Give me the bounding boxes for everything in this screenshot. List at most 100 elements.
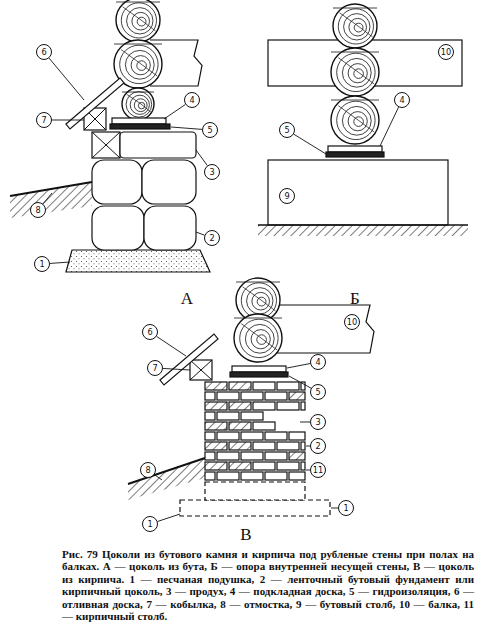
waterproofing <box>110 124 170 129</box>
brick <box>277 462 299 470</box>
kobylka <box>190 360 212 380</box>
callout-number: 6 <box>141 323 159 341</box>
ground-line <box>128 458 205 484</box>
rubble-post <box>268 160 448 225</box>
log-ring <box>337 101 375 139</box>
ground-hatch <box>128 458 205 500</box>
brick <box>253 462 275 470</box>
log-hew <box>114 44 162 45</box>
log-ring <box>342 58 371 87</box>
leader-line <box>196 150 207 166</box>
callout-number: 9 <box>278 187 296 205</box>
brick <box>301 402 305 410</box>
brick <box>301 442 305 450</box>
log-hew <box>331 100 379 101</box>
brick <box>241 472 263 480</box>
log-ring <box>344 14 370 40</box>
callout-number: 5 <box>201 121 219 139</box>
leader-line <box>380 107 399 146</box>
brick <box>253 402 275 410</box>
log-section <box>331 96 379 144</box>
brick <box>253 382 275 390</box>
brick <box>205 412 215 420</box>
brick <box>265 472 287 480</box>
figure-letter: Б <box>346 289 364 307</box>
leader-line <box>163 368 190 370</box>
figure-letter: А <box>178 289 196 307</box>
brick <box>253 442 275 450</box>
brick <box>217 432 239 440</box>
log-crack <box>338 58 358 72</box>
log-ring <box>337 53 375 91</box>
log-hew <box>116 2 160 3</box>
callout-number: 5 <box>278 121 296 139</box>
footing-dashed <box>205 482 305 500</box>
brick <box>205 462 227 470</box>
brick <box>205 422 227 430</box>
leader-line <box>52 120 84 121</box>
brick <box>241 452 263 460</box>
vent-block <box>92 132 120 158</box>
leader-line <box>155 475 162 480</box>
kobylka <box>190 360 212 380</box>
log-crack <box>123 7 141 20</box>
sand-cushion <box>66 250 210 272</box>
brick <box>265 432 287 440</box>
support-board <box>112 118 166 124</box>
callout-number: 11 <box>309 461 327 479</box>
callout-number: 2 <box>309 437 327 455</box>
log-crack <box>358 120 374 132</box>
log-hew <box>236 282 280 283</box>
callout-number: 7 <box>35 111 53 129</box>
ground-line <box>258 224 468 226</box>
log-hew <box>234 318 282 319</box>
kobylka <box>190 360 212 380</box>
leader-line <box>289 376 311 388</box>
rubble-stone <box>92 160 142 204</box>
callout-number: 3 <box>309 413 327 431</box>
rubble-stone <box>144 206 196 250</box>
log-crack <box>340 13 358 26</box>
log-ring <box>120 45 158 83</box>
brick <box>229 462 251 470</box>
log-ring <box>126 92 152 118</box>
log-ring <box>245 324 274 353</box>
log-hew <box>331 52 379 53</box>
log-hew <box>333 8 377 9</box>
support-board <box>232 366 286 372</box>
brick <box>289 432 305 440</box>
callout-number: 10 <box>437 43 455 61</box>
brick <box>289 472 305 480</box>
brick <box>301 462 305 470</box>
brick <box>205 432 215 440</box>
brick <box>277 442 299 450</box>
callout-number: 3 <box>203 163 221 181</box>
vent-block <box>92 132 120 158</box>
waterproofing <box>230 372 288 377</box>
rubble-stone <box>92 206 144 250</box>
brick <box>229 402 251 410</box>
beam-outline <box>270 305 374 353</box>
leader-line <box>43 193 52 204</box>
drip-board <box>66 78 124 129</box>
log-ring <box>125 50 154 79</box>
brick <box>277 402 299 410</box>
log-crack <box>243 287 261 300</box>
log-ring <box>121 3 156 38</box>
log-crack <box>127 94 141 104</box>
brick <box>217 472 239 480</box>
log-ring <box>127 8 153 34</box>
vent-block <box>92 132 120 158</box>
brick <box>277 382 299 390</box>
brick <box>205 382 227 390</box>
rubble-stone <box>142 160 196 204</box>
sand-cushion-dashed <box>180 500 330 516</box>
ground-hatch <box>258 225 468 236</box>
leader-line <box>164 104 185 119</box>
brick <box>205 472 215 480</box>
callout-number: 5 <box>309 383 327 401</box>
log-crack <box>358 72 374 84</box>
callout-number: 8 <box>139 461 157 479</box>
